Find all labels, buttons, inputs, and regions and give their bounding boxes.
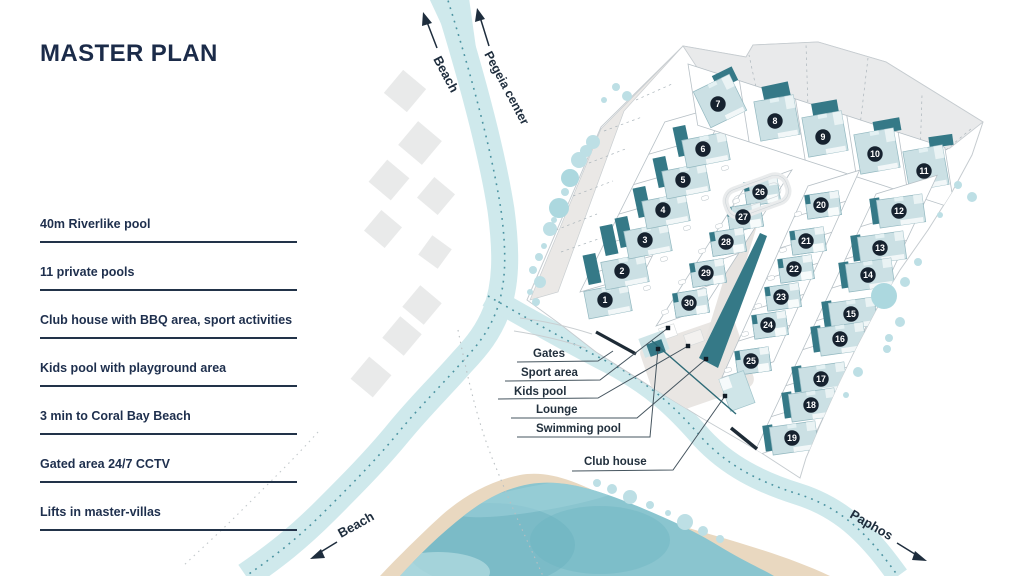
- svg-text:13: 13: [875, 243, 885, 253]
- svg-text:12: 12: [894, 206, 904, 216]
- svg-text:Lounge: Lounge: [536, 404, 578, 416]
- svg-text:2: 2: [620, 266, 625, 276]
- svg-text:23: 23: [776, 292, 786, 302]
- svg-text:7: 7: [716, 99, 721, 109]
- svg-text:Swimming pool: Swimming pool: [536, 423, 621, 435]
- svg-text:26: 26: [755, 187, 765, 197]
- svg-text:28: 28: [721, 237, 731, 247]
- svg-text:Sport area: Sport area: [521, 367, 578, 379]
- svg-text:10: 10: [870, 149, 880, 159]
- svg-text:Gates: Gates: [533, 348, 565, 360]
- svg-text:18: 18: [806, 400, 816, 410]
- svg-text:25: 25: [746, 356, 756, 366]
- svg-text:19: 19: [787, 433, 797, 443]
- svg-text:14: 14: [863, 270, 873, 280]
- svg-text:Club house: Club house: [584, 456, 647, 468]
- svg-text:21: 21: [801, 236, 811, 246]
- svg-text:4: 4: [661, 205, 666, 215]
- svg-text:20: 20: [816, 200, 826, 210]
- svg-text:3: 3: [643, 235, 648, 245]
- svg-text:17: 17: [816, 374, 826, 384]
- svg-text:Kids pool: Kids pool: [514, 386, 566, 398]
- svg-text:27: 27: [738, 212, 748, 222]
- svg-text:11: 11: [919, 166, 928, 176]
- svg-text:6: 6: [701, 144, 706, 154]
- svg-text:16: 16: [835, 334, 845, 344]
- svg-text:5: 5: [681, 175, 686, 185]
- svg-text:29: 29: [701, 268, 711, 278]
- svg-text:22: 22: [789, 264, 799, 274]
- svg-text:15: 15: [846, 309, 856, 319]
- svg-text:8: 8: [773, 116, 778, 126]
- svg-text:24: 24: [763, 320, 773, 330]
- svg-text:30: 30: [684, 298, 694, 308]
- svg-text:9: 9: [821, 132, 826, 142]
- svg-text:1: 1: [603, 295, 608, 305]
